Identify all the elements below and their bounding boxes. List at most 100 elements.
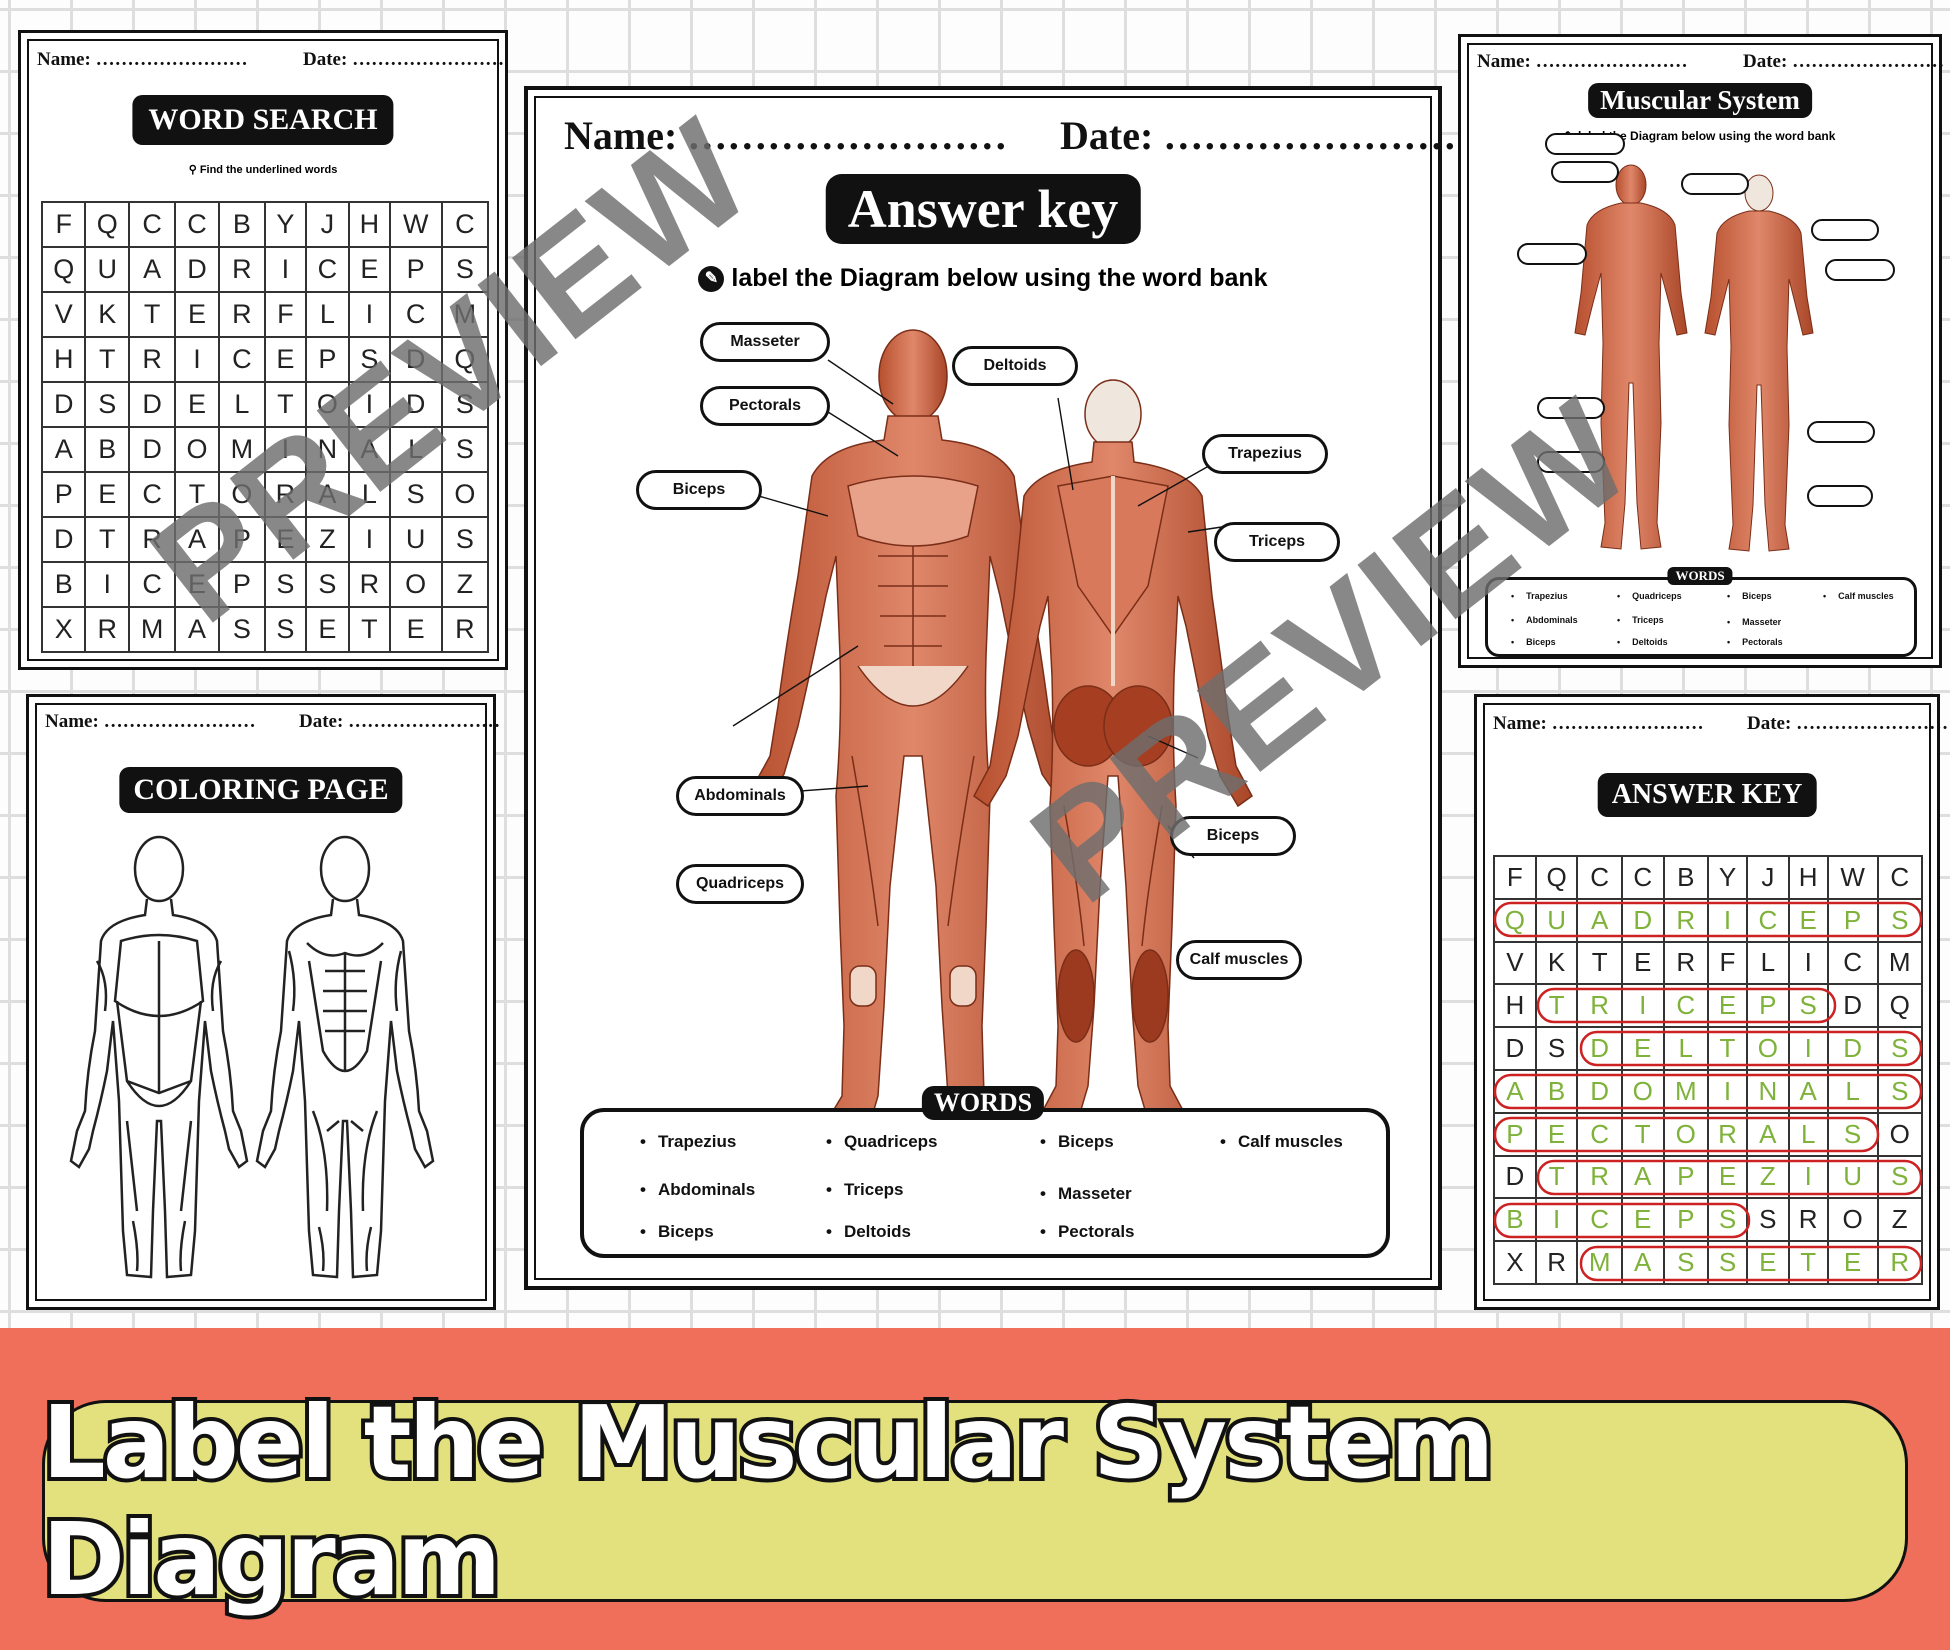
grid-cell: R [84, 606, 130, 653]
word-bank-item: Quadriceps [1617, 591, 1682, 601]
grid-cell: Q [84, 201, 130, 248]
grid-cell: S [348, 336, 391, 383]
grid-cell: S [217, 606, 267, 653]
word-bank-item: Trapezius [1511, 591, 1568, 601]
instruction-text: label the Diagram below using the word b… [731, 264, 1268, 292]
grid-cell: K [1534, 940, 1579, 986]
word-search-instruction: ⚲ Find the underlined words [21, 163, 505, 176]
grid-cell: D [40, 381, 87, 428]
grid-cell: S [1745, 1197, 1790, 1243]
name-label: Name: [37, 49, 91, 70]
grid-cell: Q [1493, 897, 1537, 943]
grid-cell: F [1493, 855, 1537, 900]
answer-key-title: Answer key [825, 174, 1141, 244]
grid-cell: X [40, 606, 87, 653]
blank-label-box [1545, 133, 1625, 155]
grid-cell: B [40, 561, 87, 608]
label-masseter: Masseter [700, 322, 830, 362]
grid-cell: J [1745, 855, 1790, 900]
grid-cell: D [1826, 983, 1879, 1029]
grid-cell: S [440, 516, 490, 563]
grid-cell: P [217, 516, 267, 563]
word-bank-title: WORDS [1667, 567, 1733, 585]
date-label: Date: [299, 711, 344, 732]
grid-cell: B [84, 426, 130, 473]
grid-cell: L [1787, 1111, 1829, 1157]
grid-cell: K [84, 291, 130, 338]
grid-cell: E [388, 606, 443, 653]
label-quadriceps: Quadriceps [676, 864, 804, 904]
grid-cell: T [264, 381, 307, 428]
label-triceps: Triceps [1214, 522, 1340, 562]
grid-cell: Z [304, 516, 351, 563]
word-bank-item: Calf muscles [1220, 1132, 1343, 1152]
grid-cell: Y [1707, 855, 1748, 900]
grid-cell: P [304, 336, 351, 383]
grid-cell: A [1745, 1111, 1790, 1157]
grid-cell: I [348, 381, 391, 428]
grid-cell: F [1707, 940, 1748, 986]
muscular-system-figures [1574, 164, 1814, 552]
grid-cell: D [388, 381, 443, 428]
date-label: Date: [303, 49, 348, 70]
grid-cell: S [388, 471, 443, 518]
grid-cell: D [1493, 1026, 1537, 1071]
magnifier-icon: ⚲ [188, 164, 197, 176]
grid-cell: L [217, 381, 267, 428]
label-biceps-front: Biceps [636, 470, 762, 510]
grid-cell: R [1707, 1111, 1748, 1157]
grid-cell: O [388, 561, 443, 608]
grid-cell: N [1745, 1068, 1790, 1114]
blank-label-box [1681, 173, 1749, 195]
grid-cell: P [1745, 983, 1790, 1029]
grid-cell: Q [1876, 983, 1923, 1029]
muscular-system-title: Muscular System [1588, 83, 1812, 118]
grid-cell: T [1707, 1026, 1748, 1071]
instruction-text: Find the underlined words [199, 164, 338, 176]
grid-cell: S [264, 561, 307, 608]
grid-cell: L [1745, 940, 1790, 986]
coloring-body-outlines [69, 835, 435, 1279]
grid-cell: M [127, 606, 177, 653]
found-word-highlight [1493, 1116, 1880, 1153]
grid-cell: Z [1876, 1197, 1923, 1243]
grid-cell: O [304, 381, 351, 428]
answer-key-main-sheet: Name: …………………… Date: …………………… Answer key… [524, 86, 1483, 1290]
grid-cell: D [1576, 1026, 1623, 1071]
grid-cell: T [84, 336, 130, 383]
grid-cell: E [174, 381, 220, 428]
grid-cell: T [1534, 983, 1579, 1029]
grid-cell: H [1787, 855, 1829, 900]
grid-cell: Q [1534, 855, 1579, 900]
grid-cell: U [388, 516, 443, 563]
grid-cell: R [1576, 983, 1623, 1029]
grid-cell: C [1826, 940, 1879, 986]
answer-key-grid-sheet: Name: …………………… Date: …………………… ANSWER KEY… [1474, 694, 1948, 1310]
coloring-sheet: Name: …………………… Date: …………………… COLORING P… [26, 694, 500, 1310]
grid-cell: C [440, 201, 490, 248]
word-bank-item: Masseter [1727, 617, 1781, 627]
grid-cell: A [174, 516, 220, 563]
grid-cell: I [348, 291, 391, 338]
grid-cell: O [1826, 1197, 1879, 1243]
banner-title: Label the Muscular System Diagram [38, 1380, 1498, 1622]
grid-cell: E [84, 471, 130, 518]
grid-cell: R [440, 606, 490, 653]
grid-cell: S [304, 561, 351, 608]
grid-cell: W [388, 201, 443, 248]
grid-cell: S [84, 381, 130, 428]
grid-cell: U [84, 246, 130, 293]
blank-label-box [1551, 161, 1619, 183]
name-label: Name: [1477, 51, 1531, 72]
grid-cell: L [388, 426, 443, 473]
grid-cell: A [1787, 1068, 1829, 1114]
found-word-highlight [1536, 1159, 1923, 1196]
grid-cell: H [348, 201, 391, 248]
